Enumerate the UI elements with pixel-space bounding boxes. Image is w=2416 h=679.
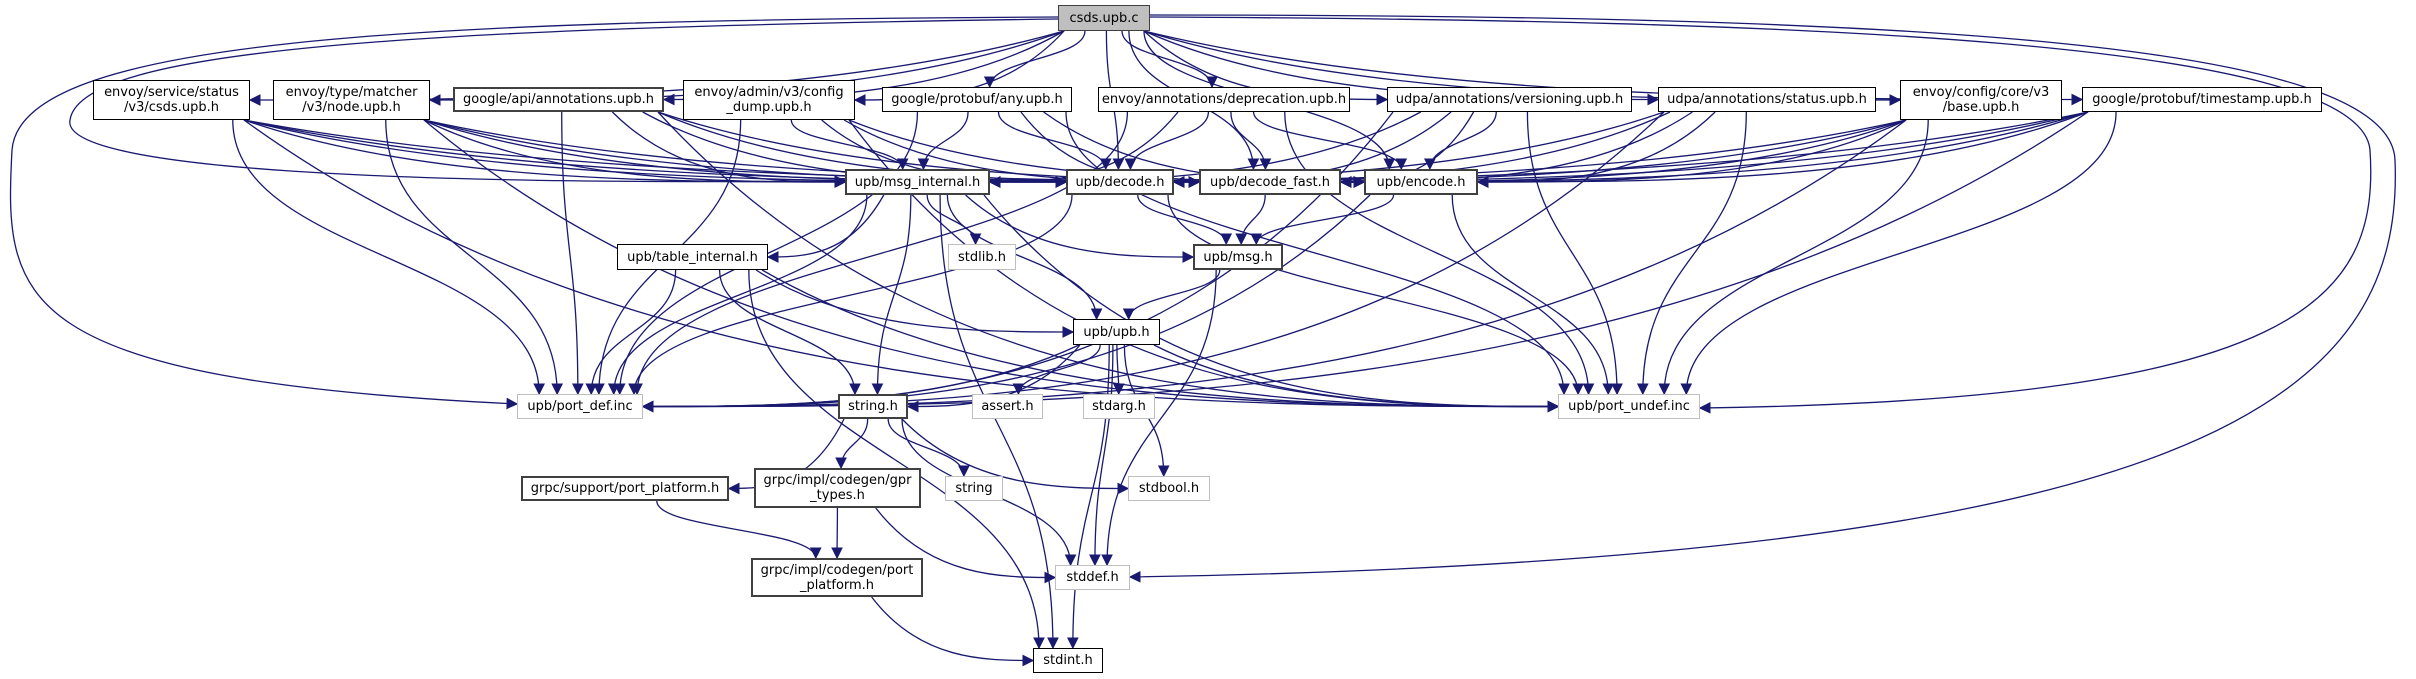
- edge-versioning-to-encode: [1424, 111, 1497, 171]
- node-envoy-config-core-base-upb-h[interactable]: envoy/config/core/v3 /base.upb.h: [1900, 80, 2062, 120]
- edge-root-to-portundef: [1149, 16, 2372, 414]
- edge-any-to-msgint: [917, 111, 969, 171]
- edge-msgint-to-upb: [946, 194, 1103, 321]
- node-grpc-impl-codegen-port-platform-h[interactable]: grpc/impl/codegen/port _platform.h: [751, 558, 923, 597]
- edge-msgint-to-msg: [965, 194, 1195, 263]
- node-udpa-annotations-status-upb-h[interactable]: udpa/annotations/status.upb.h: [1658, 87, 1876, 112]
- edge-tabint-to-string_h: [718, 269, 861, 396]
- edge-string_h-to-stdbool: [901, 418, 1130, 495]
- node-csds-upb-c[interactable]: csds.upb.c: [1058, 5, 1150, 31]
- edge-node-to-portdef: [385, 119, 563, 396]
- node-envoy-type-matcher-node-upb-h[interactable]: envoy/type/matcher /v3/node.upb.h: [273, 80, 430, 120]
- edge-timestamp-to-encode: [1476, 111, 2089, 188]
- node-upb-encode-h[interactable]: upb/encode.h: [1364, 169, 1478, 195]
- node-assert-h: assert.h: [972, 394, 1043, 419]
- node-upb-decode-h[interactable]: upb/decode.h: [1066, 169, 1174, 195]
- edge-msgint-to-portundef: [983, 194, 1560, 413]
- edge-upb-to-portundef: [1153, 344, 1560, 413]
- edge-node-to-msgint: [423, 119, 847, 188]
- edge-tabint-to-stdint: [748, 269, 1045, 650]
- node-stddef-h: stddef.h: [1055, 565, 1130, 590]
- edge-any-to-decode: [997, 111, 1112, 171]
- node-envoy-admin-config-dump-upb-h[interactable]: envoy/admin/v3/config _dump.upb.h: [683, 80, 855, 120]
- node-stdarg-h: stdarg.h: [1083, 394, 1155, 419]
- edge-msgint-to-string_h: [871, 194, 912, 396]
- node-stdbool-h: stdbool.h: [1128, 476, 1210, 501]
- node-grpc-impl-codegen-gpr-types-h[interactable]: grpc/impl/codegen/gpr _types.h: [754, 468, 921, 508]
- edge-root-to-deprec: [1121, 30, 1218, 89]
- edge-msgint-to-portdef: [607, 194, 868, 396]
- node-upb-port-undef-inc: upb/port_undef.inc: [1558, 394, 1700, 419]
- node-string: string: [945, 476, 1003, 501]
- edge-string_h-to-gprtypes: [835, 418, 869, 470]
- edge-encode-to-portundef: [1451, 194, 1615, 396]
- edge-status-to-portundef: [1636, 111, 1747, 396]
- edge-msg-to-stddef: [1101, 269, 1217, 567]
- edge-tabint-to-portundef: [761, 269, 1560, 413]
- node-upb-msg-internal-h[interactable]: upb/msg_internal.h: [845, 169, 990, 195]
- edge-upb-to-stdarg: [1112, 344, 1125, 396]
- edge-encode-to-msg: [1250, 194, 1395, 246]
- edge-decode-to-portundef: [1167, 194, 1584, 396]
- node-google-protobuf-timestamp-upb-h[interactable]: google/protobuf/timestamp.upb.h: [2082, 87, 2322, 112]
- edge-upb-to-assert: [1012, 344, 1101, 396]
- node-upb-decode-fast-h[interactable]: upb/decode_fast.h: [1199, 169, 1341, 195]
- node-google-api-annotations-upb-h[interactable]: google/api/annotations.upb.h: [453, 87, 664, 112]
- edge-root-to-portdef: [9, 16, 1059, 410]
- node-stdlib-h: stdlib.h: [948, 244, 1016, 270]
- edge-timestamp-to-portundef: [1680, 111, 2117, 396]
- node-upb-msg-h[interactable]: upb/msg.h: [1193, 244, 1283, 270]
- edge-status-to-portdef: [641, 111, 1665, 413]
- edge-csds-to-portdef: [232, 119, 545, 396]
- edge-deprec-to-encode: [1252, 111, 1408, 171]
- edge-deprec-to-portundef: [1284, 111, 1595, 396]
- edge-base-to-portundef: [1658, 119, 1929, 396]
- edge-decode-to-msg: [1137, 194, 1233, 246]
- edge-deprec-to-decode: [1124, 111, 1210, 171]
- edge-versioning-to-portundef: [1526, 111, 1623, 396]
- node-udpa-annotations-versioning-upb-h[interactable]: udpa/annotations/versioning.upb.h: [1387, 87, 1632, 112]
- edge-root-to-stddef: [1128, 14, 2396, 583]
- edge-tabint-to-upb: [755, 269, 1075, 338]
- edge-upb-to-stdint: [1067, 344, 1110, 650]
- edge-decode-to-portdef: [628, 194, 1073, 396]
- edge-any-to-portundef: [1065, 111, 1570, 396]
- node-upb-upb-h[interactable]: upb/upb.h: [1073, 319, 1160, 345]
- edge-decfast-to-msg: [1235, 194, 1266, 246]
- node-envoy-annotations-deprecation-upb-h[interactable]: envoy/annotations/deprecation.upb.h: [1098, 87, 1350, 112]
- node-envoy-service-status-csds-upb-h[interactable]: envoy/service/status /v3/csds.upb.h: [93, 80, 250, 120]
- edge-csds-to-portundef: [243, 119, 1560, 413]
- edge-root-to-msgint: [69, 18, 1059, 187]
- edge-msgint-to-stdint: [939, 194, 1059, 650]
- edge-grpcsupport-to-codegenpp: [656, 500, 822, 560]
- edge-cfgdump-to-msgint: [790, 119, 909, 171]
- node-upb-port-def-inc: upb/port_def.inc: [517, 394, 643, 419]
- edge-deprec-to-decfast: [1230, 111, 1272, 171]
- edge-upb-to-stddef: [1089, 344, 1114, 567]
- node-string-h[interactable]: string.h: [838, 394, 908, 419]
- edge-tabint-to-portdef: [585, 269, 677, 396]
- node-upb-table-internal-h[interactable]: upb/table_internal.h: [617, 244, 768, 270]
- node-stdint-h[interactable]: stdint.h: [1033, 648, 1103, 673]
- edge-gapi-to-msgint: [611, 111, 847, 188]
- edge-codegenpp-to-stdint: [871, 596, 1035, 667]
- edge-msgint-to-tabint: [766, 194, 885, 263]
- edge-root-to-any: [983, 30, 1086, 89]
- edge-gprtypes-to-stddef: [875, 507, 1057, 584]
- edge-string_h-to-string: [887, 418, 970, 478]
- edge-deprec-to-portdef: [631, 111, 1129, 396]
- node-google-protobuf-any-upb-h[interactable]: google/protobuf/any.upb.h: [882, 87, 1072, 112]
- edge-gapi-to-portdef: [561, 111, 584, 396]
- edge-msgint-to-stdlib: [926, 194, 982, 246]
- node-grpc-support-port-platform-h[interactable]: grpc/support/port_platform.h: [521, 476, 729, 501]
